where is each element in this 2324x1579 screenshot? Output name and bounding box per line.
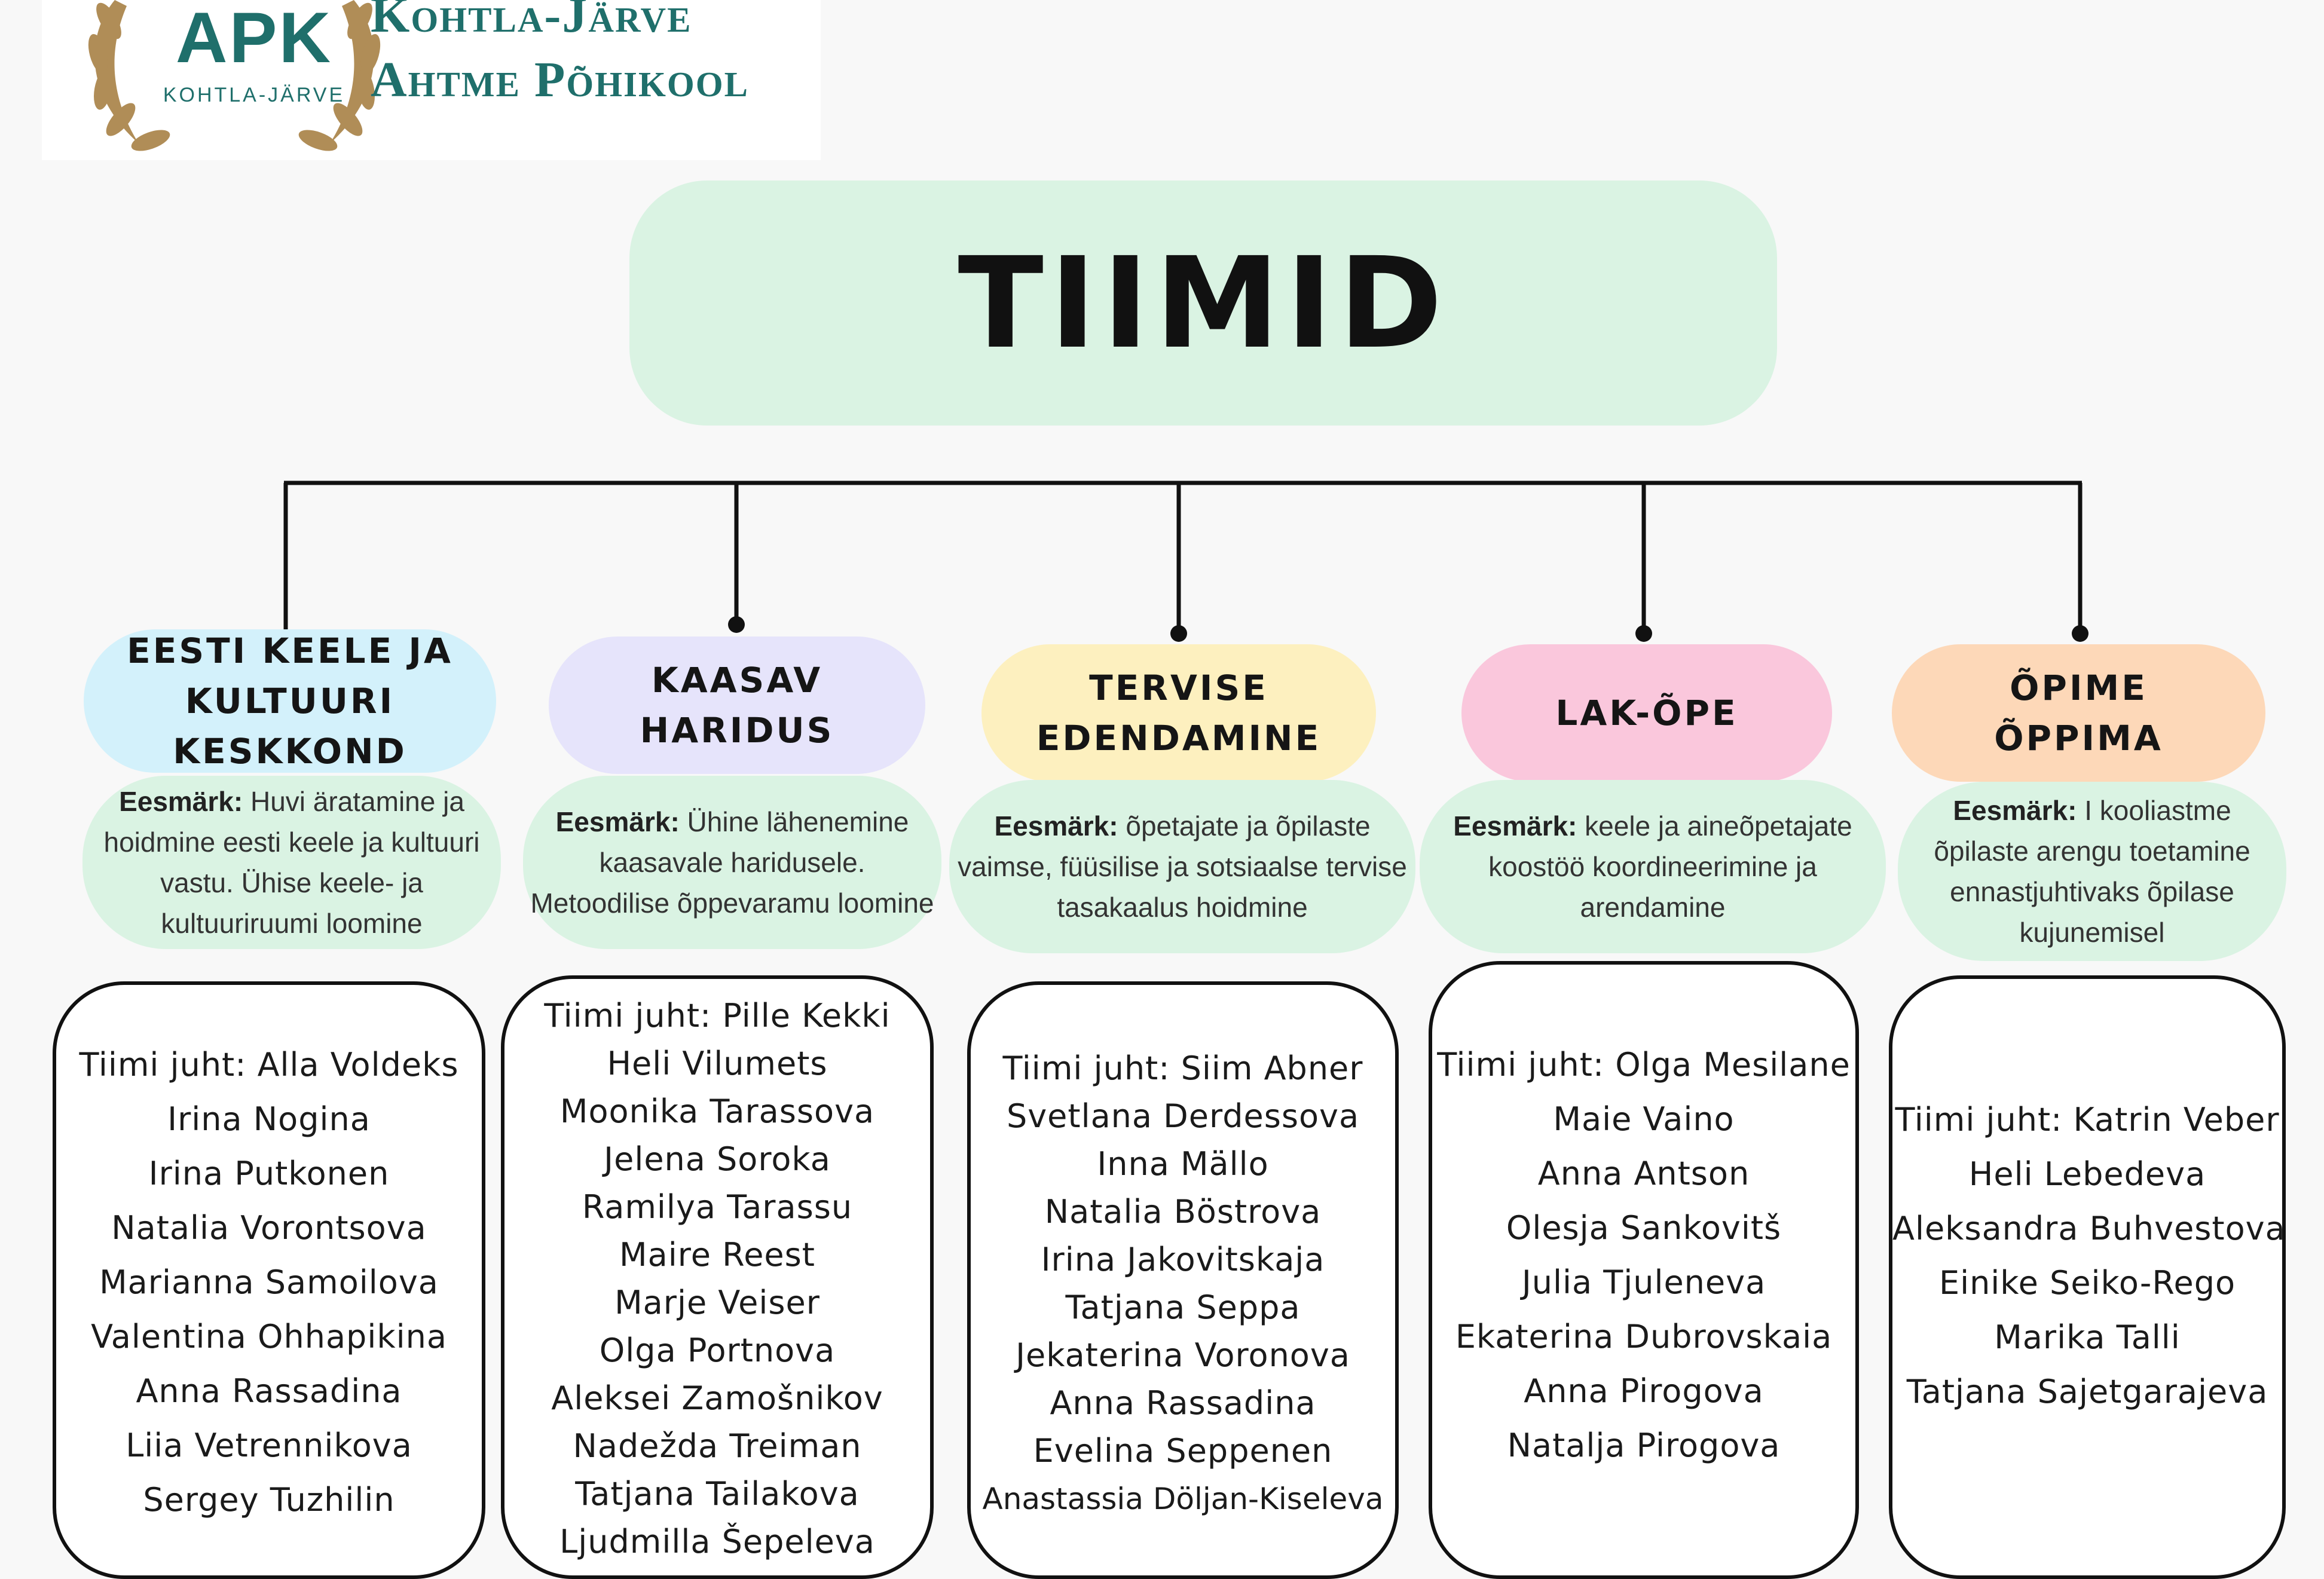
member-name: Olesja Sankovitš	[1506, 1209, 1782, 1247]
connector-dot	[2072, 625, 2088, 642]
member-name: Irina Nogina	[167, 1100, 371, 1138]
team-title-opime-oppima: ÕPIME ÕPPIMA	[1892, 644, 2265, 782]
member-name: Nadežda Treiman	[573, 1427, 862, 1465]
member-name: Tatjana Sajetgarajeva	[1906, 1373, 2268, 1410]
member-name: Evelina Seppenen	[1033, 1432, 1333, 1470]
goal-text: Ühine lähenemine kaasavale haridusele. M…	[530, 806, 934, 919]
team-members-eesti-keele: Tiimi juht: Alla Voldeks Irina Nogina Ir…	[53, 981, 485, 1579]
team-goal-tervise-edendamine: Eesmärk: õpetajate ja õpilaste vaimse, f…	[949, 780, 1415, 953]
member-name: Jelena Soroka	[604, 1140, 831, 1178]
member-name: Tiimi juht: Siim Abner	[1002, 1049, 1363, 1087]
member-name: Einike Seiko-Rego	[1938, 1264, 2236, 1302]
school-name: Kohtla-Järve Ahtme Põhikool	[371, 0, 749, 112]
goal-text: keele ja aineõpetajate koostöö koordinee…	[1488, 810, 1852, 923]
team-title-lak-ope: LAK-ÕPE	[1461, 644, 1832, 782]
member-name: Tatjana Seppa	[1065, 1289, 1301, 1326]
member-name: Svetlana Derdessova	[1006, 1097, 1360, 1135]
laurel-wreath-icon	[88, 0, 381, 151]
member-name: Ramilya Tarassu	[582, 1188, 853, 1226]
member-name: Heli Lebedeva	[1968, 1155, 2206, 1193]
team-title-eesti-keele: EESTI KEELE JA KULTUURI KESKKOND	[84, 629, 496, 773]
team-members-kaasav-haridus: Tiimi juht: Pille Kekki Heli Vilumets Mo…	[501, 975, 934, 1579]
member-name: Irina Putkonen	[148, 1155, 390, 1192]
team-title-tervise-edendamine: TERVISE EDENDAMINE	[981, 644, 1376, 782]
member-name: Liia Vetrennikova	[126, 1427, 412, 1464]
logo-abbreviation: APK	[175, 0, 333, 78]
member-name: Tiimi juht: Alla Voldeks	[79, 1046, 459, 1084]
team-goal-eesti-keele: Eesmärk: Huvi äratamine ja hoidmine eest…	[82, 776, 501, 949]
goal-label: Eesmärk:	[555, 806, 680, 837]
member-name: Anastassia Döljan-Kiseleva	[982, 1482, 1384, 1516]
member-name: Marje Veiser	[614, 1284, 820, 1321]
member-name: Inna Mällo	[1097, 1145, 1269, 1183]
member-name: Tiimi juht: Olga Mesilane	[1437, 1046, 1851, 1084]
member-name: Aleksandra Buhvestova	[1892, 1210, 2286, 1247]
team-members-opime-oppima: Tiimi juht: Katrin Veber Heli Lebedeva A…	[1889, 975, 2286, 1579]
school-name-line1: Kohtla-Järve	[371, 0, 692, 43]
member-name: Valentina Ohhapikina	[91, 1318, 447, 1355]
team-title-kaasav-haridus: KAASAV HARIDUS	[549, 637, 925, 774]
member-name: Sergey Tuzhilin	[143, 1481, 395, 1519]
goal-text: õpetajate ja õpilaste vaimse, füüsilise …	[958, 810, 1407, 923]
goal-label: Eesmärk:	[1453, 810, 1577, 841]
member-name: Marianna Samoilova	[99, 1263, 439, 1301]
member-name: Anna Rassadina	[1050, 1384, 1316, 1422]
member-name: Ekaterina Dubrovskaia	[1455, 1318, 1833, 1355]
title-box: TIIMID	[629, 180, 1777, 426]
member-name: Natalia Böstrova	[1044, 1193, 1322, 1231]
member-name: Anna Antson	[1537, 1155, 1750, 1192]
member-name: Ljudmilla Šepeleva	[559, 1523, 875, 1560]
member-name: Anna Rassadina	[136, 1372, 402, 1410]
member-name: Marika Talli	[1994, 1318, 2181, 1356]
team-members-tervise-edendamine: Tiimi juht: Siim Abner Svetlana Derdesso…	[967, 981, 1399, 1579]
goal-label: Eesmärk:	[994, 810, 1118, 841]
logo-city: KOHTLA-JÄRVE	[163, 84, 345, 106]
member-name: Maie Vaino	[1553, 1100, 1735, 1138]
team-goal-lak-ope: Eesmärk: keele ja aineõpetajate koostöö …	[1420, 780, 1886, 953]
member-name: Tiimi juht: Katrin Veber	[1895, 1101, 2280, 1139]
school-logo: APK KOHTLA-JÄRVE Kohtla-Järve Ahtme Põhi…	[42, 0, 821, 160]
connector-dot	[728, 616, 745, 633]
page-title: TIIMID	[958, 229, 1449, 377]
member-name: Natalja Pirogova	[1507, 1427, 1781, 1464]
member-name: Heli Vilumets	[607, 1045, 828, 1082]
team-members-lak-ope: Tiimi juht: Olga Mesilane Maie Vaino Ann…	[1429, 961, 1859, 1579]
goal-text: I kooliastme õpilaste arengu toetamine e…	[1934, 795, 2250, 948]
team-goal-opime-oppima: Eesmärk: I kooliastme õpilaste arengu to…	[1898, 782, 2286, 961]
connector-dot	[1635, 625, 1652, 642]
member-name: Natalia Vorontsova	[111, 1209, 427, 1247]
member-name: Irina Jakovitskaja	[1041, 1241, 1325, 1278]
member-name: Aleksei Zamošnikov	[551, 1379, 883, 1417]
member-name: Julia Tjuleneva	[1521, 1263, 1766, 1301]
member-name: Tatjana Tailakova	[575, 1475, 860, 1513]
member-name: Maire Reest	[619, 1236, 815, 1274]
connector-dot	[1170, 625, 1187, 642]
member-name: Olga Portnova	[599, 1332, 836, 1369]
school-name-line2: Ahtme Põhikool	[371, 52, 750, 108]
goal-text: Huvi äratamine ja hoidmine eesti keele j…	[103, 786, 480, 939]
team-goal-kaasav-haridus: Eesmärk: Ühine lähenemine kaasavale hari…	[523, 776, 941, 949]
member-name: Moonika Tarassova	[559, 1093, 875, 1130]
member-name: Tiimi juht: Pille Kekki	[544, 997, 891, 1035]
member-name: Anna Pirogova	[1524, 1372, 1764, 1410]
goal-label: Eesmärk:	[1953, 795, 2077, 826]
goal-label: Eesmärk:	[119, 786, 243, 817]
member-name: Jekaterina Voronova	[1016, 1336, 1350, 1374]
